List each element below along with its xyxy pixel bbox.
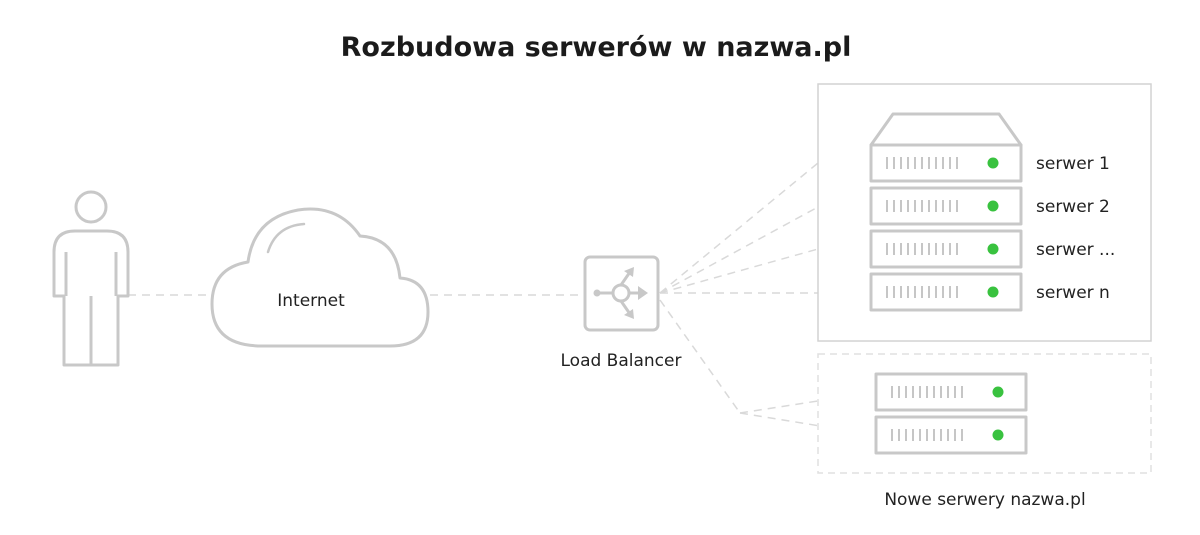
server-vents [886,157,958,169]
server-vents [891,429,963,441]
new-server-unit [874,372,1028,412]
server-unit [869,272,1023,312]
server-unit [869,143,1023,183]
status-led-icon [987,243,999,255]
connector-balancer-server-3 [659,248,819,294]
server-unit [869,229,1023,269]
new-servers-caption: Nowe serwery nazwa.pl [884,490,1085,510]
server-vents [891,386,963,398]
new-server-unit [874,415,1028,455]
server-vents [886,200,958,212]
server-label: serwer 2 [1036,197,1110,217]
status-led-icon [987,157,999,169]
connector-balancer-server-1 [659,162,819,294]
connector-balancer-new-servers [659,299,741,414]
status-led-icon [992,386,1004,398]
load-balancer-icon [583,255,660,332]
diagram-title: Rozbudowa serwerów w nazwa.pl [341,32,852,63]
status-led-icon [987,286,999,298]
server-rack-top [869,112,1023,147]
new-servers-panel [817,353,1152,474]
connector-balancer-server-2 [659,206,819,294]
server-unit [869,186,1023,226]
server-label: serwer 1 [1036,154,1110,174]
server-vents [886,286,958,298]
internet-cloud-icon: Internet [210,207,430,348]
existing-server-stack: serwer 1 serwer 2 serwer ... serwer n [869,143,1115,312]
load-balancer-label: Load Balancer [561,351,682,371]
server-vents [886,243,958,255]
server-label: serwer n [1036,283,1110,303]
new-server-stack [874,372,1028,455]
internet-label: Internet [277,291,345,311]
status-led-icon [987,200,999,212]
status-led-icon [992,429,1004,441]
server-label: serwer ... [1036,240,1115,260]
user-icon [52,190,130,367]
